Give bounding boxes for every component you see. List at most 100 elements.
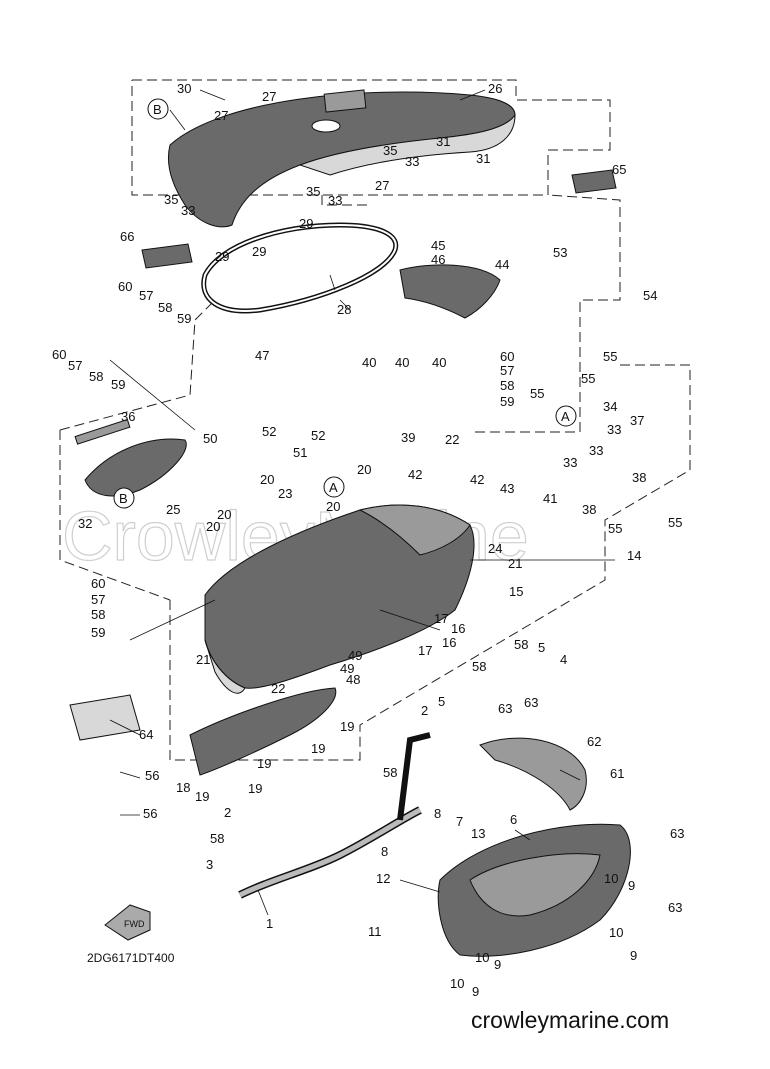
part-label-l38a: 38: [632, 470, 646, 485]
part-label-l31a: 31: [436, 134, 450, 149]
part-label-l60d: 60: [91, 576, 105, 591]
frame-right-upper: [475, 194, 621, 433]
part-label-l61: 61: [610, 766, 624, 781]
part-label-l20c: 20: [326, 499, 340, 514]
part-label-l38b: 38: [582, 502, 596, 517]
cowling-vent-panel: [323, 89, 367, 113]
part-label-l19c: 19: [257, 756, 271, 771]
part-label-l19d: 19: [195, 789, 209, 804]
part-label-l63c: 63: [670, 826, 684, 841]
part-label-l21a: 21: [508, 556, 522, 571]
bottom-cowling-part: [204, 504, 475, 694]
part-label-l49a: 49: [348, 648, 362, 663]
frame-right-lower: [200, 364, 691, 761]
callout-a-center-text: A: [329, 480, 338, 495]
part-label-l33d: 33: [607, 422, 621, 437]
part-label-l34: 34: [603, 399, 617, 414]
leader-lines: [109, 89, 615, 916]
part-label-l55e: 55: [668, 515, 682, 530]
leader-6: [514, 829, 531, 841]
callout-a-center: [323, 476, 345, 498]
part-label-l18: 18: [176, 780, 190, 795]
part-label-l59d: 59: [91, 625, 105, 640]
part-label-l9a: 9: [628, 878, 635, 893]
part-label-l62: 62: [587, 734, 601, 749]
part-label-l63d: 63: [668, 900, 682, 915]
part-label-l4: 4: [560, 652, 567, 667]
part-label-l65: 65: [612, 162, 626, 177]
part-label-l25: 25: [166, 502, 180, 517]
part-label-l39: 39: [401, 430, 415, 445]
leader-64: [109, 719, 141, 736]
part-label-l52b: 52: [311, 428, 325, 443]
part-label-l60b: 60: [52, 347, 66, 362]
part-label-l16a: 16: [451, 621, 465, 636]
callout-a-right-text: A: [561, 409, 570, 424]
part-label-l19e: 19: [248, 781, 262, 796]
part-label-l58a: 58: [158, 300, 172, 315]
part-label-l24: 24: [488, 541, 502, 556]
part-label-l41: 41: [543, 491, 557, 506]
part-label-l57d: 57: [91, 592, 105, 607]
part-label-l20a: 20: [357, 462, 371, 477]
part-label-l57b: 57: [68, 358, 82, 373]
rubber-seal-part: [201, 222, 399, 314]
part-label-l64: 64: [139, 727, 153, 742]
decal-plate-64: [69, 694, 141, 741]
part-label-l20e: 20: [206, 519, 220, 534]
part-label-l15: 15: [509, 584, 523, 599]
part-label-l59a: 59: [177, 311, 191, 326]
part-label-l58h: 58: [210, 831, 224, 846]
fwd-arrow-shape: [104, 904, 151, 941]
part-label-l45: 45: [431, 238, 445, 253]
part-label-l47: 47: [255, 348, 269, 363]
handle-bar-fill: [238, 807, 422, 898]
part-label-l22b: 22: [271, 681, 285, 696]
part-label-l57c: 57: [500, 363, 514, 378]
leader-61: [559, 769, 581, 781]
cowling-handle-hole: [311, 119, 341, 133]
bottom-cowling-body: [204, 504, 475, 689]
part-label-l55d: 55: [608, 521, 622, 536]
part-label-l13: 13: [471, 826, 485, 841]
part-label-l56a: 56: [145, 768, 159, 783]
part-label-l31b: 31: [476, 151, 490, 166]
part-label-l26: 26: [488, 81, 502, 96]
cover-part-44: [399, 264, 501, 319]
part-label-l55a: 55: [603, 349, 617, 364]
part-label-l52a: 52: [262, 424, 276, 439]
callout-b-top-text: B: [153, 102, 162, 117]
part-label-l58g: 58: [383, 765, 397, 780]
part-label-l58f: 58: [472, 659, 486, 674]
part-label-l22a: 22: [445, 432, 459, 447]
part-label-l30: 30: [177, 81, 191, 96]
part-label-l66: 66: [120, 229, 134, 244]
diagram-code: 2DG6171DT400: [87, 951, 175, 965]
leader-side-group: [109, 359, 196, 431]
part-label-l29a: 29: [299, 216, 313, 231]
strip-part-36: [74, 418, 131, 445]
part-label-l33e: 33: [589, 443, 603, 458]
decal-plate-66: [141, 243, 193, 269]
part-label-l16b: 16: [442, 635, 456, 650]
part-label-l60a: 60: [118, 279, 132, 294]
leader-26: [459, 89, 486, 101]
part-label-l43: 43: [500, 481, 514, 496]
part-label-l44: 44: [495, 257, 509, 272]
part-label-l58c: 58: [500, 378, 514, 393]
part-label-l35c: 35: [164, 192, 178, 207]
leader-56a: [119, 771, 141, 779]
leader-b-top: [169, 109, 186, 131]
frame-left-lower: [169, 600, 200, 761]
part-label-l40b: 40: [395, 355, 409, 370]
part-label-l20d: 20: [217, 507, 231, 522]
part-label-l27c: 27: [375, 178, 389, 193]
leader-30: [199, 89, 226, 101]
lower-case-inner: [469, 853, 601, 917]
part-label-l46: 46: [431, 252, 445, 267]
part-label-l11: 11: [368, 924, 382, 939]
part-label-l56b: 56: [143, 806, 157, 821]
top-cowling-side: [298, 113, 516, 176]
part-label-l54: 54: [643, 288, 657, 303]
